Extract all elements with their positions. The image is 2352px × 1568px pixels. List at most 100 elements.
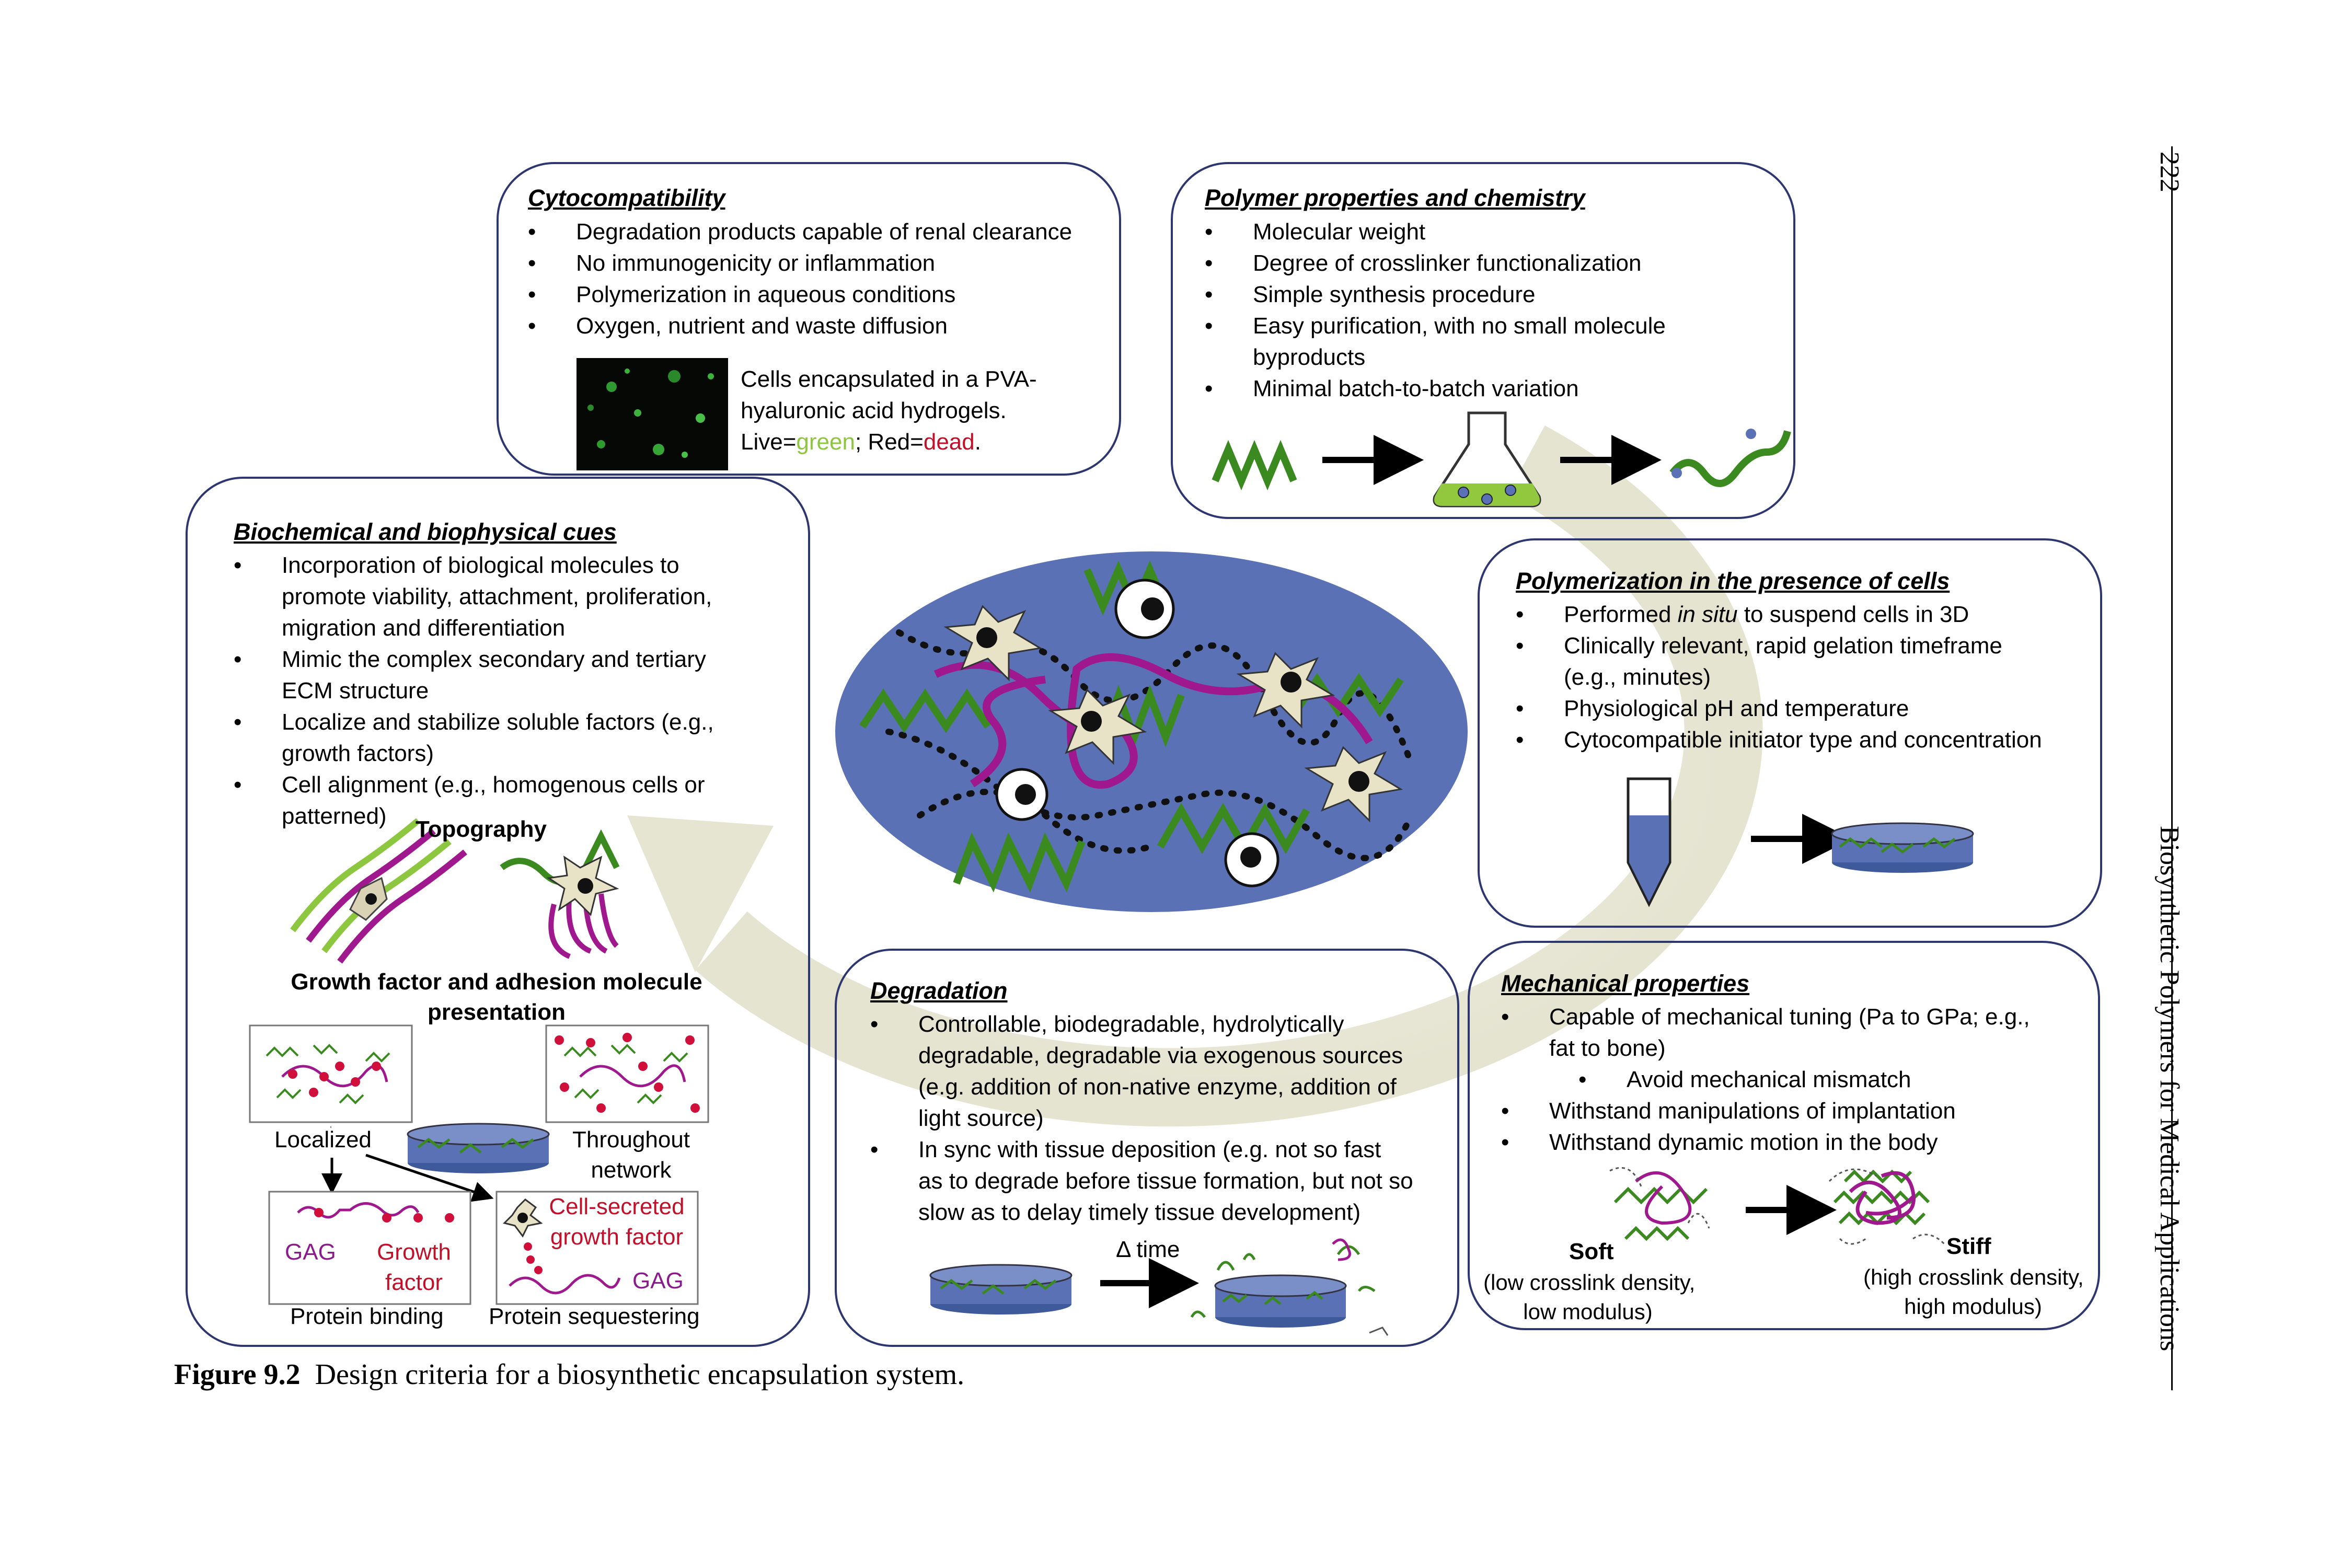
gag-label: GAG bbox=[285, 1239, 336, 1265]
throughout-network-label: Throughout network bbox=[564, 1125, 698, 1185]
soft-label: Soft bbox=[1569, 1239, 1614, 1264]
list-item-text: degradable, degradable via exogenous sou… bbox=[918, 1043, 1403, 1068]
soft-description-line: low modulus) bbox=[1523, 1299, 1653, 1324]
biochemical-cues-box bbox=[186, 477, 810, 1347]
list-item: Easy purification, with no small molecul… bbox=[1205, 310, 1666, 342]
stiff-network bbox=[1828, 1168, 1945, 1245]
growth-factor-sketches bbox=[249, 1024, 709, 1305]
list-item-text: (e.g. addition of non-native enzyme, add… bbox=[918, 1074, 1397, 1100]
encapsulated-cells bbox=[943, 579, 1403, 887]
dead-color-word: dead bbox=[923, 429, 975, 455]
stiff-description: (high crosslink density, high modulus) bbox=[1863, 1263, 2084, 1321]
list-item: •Withstand manipulations of implantation bbox=[1501, 1098, 1956, 1124]
list-item-continuation: degradable, degradable via exogenous sou… bbox=[870, 1040, 1413, 1071]
list-item-text: to suspend cells in 3D bbox=[1737, 602, 1969, 627]
gag-label-2: GAG bbox=[632, 1268, 684, 1294]
list-item: Minimal batch-to-batch variation bbox=[1205, 373, 1579, 405]
list-item-continuation: slow as to delay timely tissue developme… bbox=[870, 1197, 1413, 1228]
figure-label: Figure 9.2 bbox=[174, 1358, 301, 1391]
list-item-text: Physiological pH and temperature bbox=[1564, 696, 1909, 721]
sub-list-item: •Avoid mechanical mismatch bbox=[1578, 1067, 1911, 1092]
hydrogel-illustration bbox=[835, 551, 1468, 912]
cell-secreted-line: growth factor bbox=[550, 1224, 684, 1250]
list-item-text: In sync with tissue deposition (e.g. not… bbox=[918, 1137, 1381, 1162]
growth-factor-label: Growth factor bbox=[372, 1237, 456, 1298]
cell-secreted-label: Cell-secreted growth factor bbox=[541, 1192, 693, 1252]
protein-binding-label: Protein binding bbox=[290, 1304, 444, 1329]
biochemical-cues-list: •Incorporation of biological molecules t… bbox=[234, 550, 714, 832]
list-item-text: migration and differentiation bbox=[282, 615, 566, 641]
list-item-continuation: fat to bone) bbox=[1501, 1033, 2030, 1064]
list-item-continuation: as to degrade before tissue formation, b… bbox=[870, 1166, 1413, 1197]
list-item: •Clinically relevant, rapid gelation tim… bbox=[1516, 633, 2002, 659]
running-title: Biosynthetic Polymers for Medical Applic… bbox=[2154, 826, 2184, 1352]
in-situ-term: in situ bbox=[1677, 602, 1738, 627]
list-item-text: Incorporation of biological molecules to bbox=[282, 552, 679, 578]
margin-rule bbox=[2171, 146, 2173, 1390]
list-item-text: Cytocompatible initiator type and concen… bbox=[1564, 727, 2042, 753]
list-item-text: (e.g., minutes) bbox=[1564, 664, 1711, 690]
list-item-text: Mimic the complex secondary and tertiary bbox=[282, 647, 706, 672]
list-item-text: ECM structure bbox=[282, 678, 429, 704]
live-color-word: green bbox=[796, 429, 855, 455]
degradation-scheme bbox=[929, 1238, 1389, 1336]
list-item: No immunogenicity or inflammation bbox=[528, 248, 1072, 279]
protein-sequestering-label: Protein sequestering bbox=[489, 1304, 700, 1329]
polymerization-list: •Performed in situ to suspend cells in 3… bbox=[1516, 599, 2042, 756]
cytocompatibility-title: Cytocompatibility bbox=[528, 185, 725, 211]
cytocompatibility-box bbox=[497, 162, 1121, 476]
polymerization-box bbox=[1478, 538, 2102, 928]
list-item: Polymerization in aqueous conditions bbox=[528, 279, 1072, 310]
micrograph-caption: Cells encapsulated in a PVA- hyaluronic … bbox=[741, 364, 1037, 458]
polymer-properties-list: Molecular weight Degree of crosslinker f… bbox=[1205, 216, 1666, 342]
biochemical-cues-title: Biochemical and biophysical cues bbox=[234, 518, 617, 545]
list-item: •Cell alignment (e.g., homogenous cells … bbox=[234, 772, 705, 798]
polymer-bullet-continuation: byproducts bbox=[1253, 344, 1366, 370]
list-item-text: promote viability, attachment, prolifera… bbox=[282, 584, 712, 609]
list-item: Degradation products capable of renal cl… bbox=[528, 216, 1072, 248]
topography-label: Topography bbox=[416, 816, 547, 842]
soft-description-line: (low crosslink density, bbox=[1483, 1270, 1696, 1295]
list-item: •Mimic the complex secondary and tertiar… bbox=[234, 647, 706, 672]
mechanical-properties-title: Mechanical properties bbox=[1501, 970, 1750, 997]
list-item-continuation: light source) bbox=[870, 1103, 1413, 1134]
in-situ-gelation-scheme bbox=[1627, 777, 1974, 907]
figure-caption-text: Design criteria for a biosynthetic encap… bbox=[315, 1358, 965, 1391]
growth-factor-line: factor bbox=[385, 1270, 443, 1295]
legend-period: . bbox=[974, 429, 981, 455]
topography-sketch bbox=[290, 818, 620, 964]
list-item: •Localize and stabilize soluble factors … bbox=[234, 709, 714, 735]
list-item-text: Avoid mechanical mismatch bbox=[1627, 1067, 1911, 1092]
list-item-text: fat to bone) bbox=[1549, 1035, 1666, 1061]
list-item: •Controllable, biodegradable, hydrolytic… bbox=[870, 1011, 1344, 1037]
list-item-text: light source) bbox=[918, 1105, 1044, 1131]
degradation-list: •Controllable, biodegradable, hydrolytic… bbox=[870, 1009, 1413, 1228]
stiff-description-line: high modulus) bbox=[1904, 1294, 2042, 1319]
list-item-continuation: promote viability, attachment, prolifera… bbox=[234, 581, 714, 613]
list-item: •Withstand dynamic motion in the body bbox=[1501, 1129, 1938, 1155]
list-item: Degree of crosslinker functionalization bbox=[1205, 248, 1666, 279]
degradation-box bbox=[835, 949, 1459, 1347]
list-item: Oxygen, nutrient and waste diffusion bbox=[528, 310, 1072, 342]
polymer-synthesis-scheme bbox=[1212, 411, 1791, 508]
polymerization-title: Polymerization in the presence of cells bbox=[1516, 568, 1950, 594]
growth-factor-title-line: Growth factor and adhesion molecule bbox=[291, 969, 702, 995]
soft-description: (low crosslink density, low modulus) bbox=[1483, 1268, 1696, 1327]
cytocompatibility-list: Degradation products capable of renal cl… bbox=[528, 216, 1072, 342]
figure-caption: Figure 9.2 Design criteria for a biosynt… bbox=[174, 1358, 964, 1391]
mechanical-scheme bbox=[1609, 1167, 1945, 1245]
list-item-text: growth factors) bbox=[282, 741, 434, 766]
live-label: Live= bbox=[741, 429, 797, 455]
list-item-text: Clinically relevant, rapid gelation time… bbox=[1564, 633, 2002, 659]
throughout-line: network bbox=[591, 1157, 672, 1183]
cycle-arrow bbox=[627, 425, 1763, 1127]
list-item-text: Localize and stabilize soluble factors (… bbox=[282, 709, 714, 735]
list-item-text: patterned) bbox=[282, 803, 387, 829]
polymer-properties-title: Polymer properties and chemistry bbox=[1205, 185, 1585, 211]
list-item: Simple synthesis procedure bbox=[1205, 279, 1666, 310]
growth-factor-line: Growth bbox=[377, 1239, 451, 1265]
list-item-text: Controllable, biodegradable, hydrolytica… bbox=[918, 1011, 1344, 1037]
live-dead-legend: Live=green; Red=dead. bbox=[741, 426, 1037, 458]
list-item: •In sync with tissue deposition (e.g. no… bbox=[870, 1137, 1381, 1162]
